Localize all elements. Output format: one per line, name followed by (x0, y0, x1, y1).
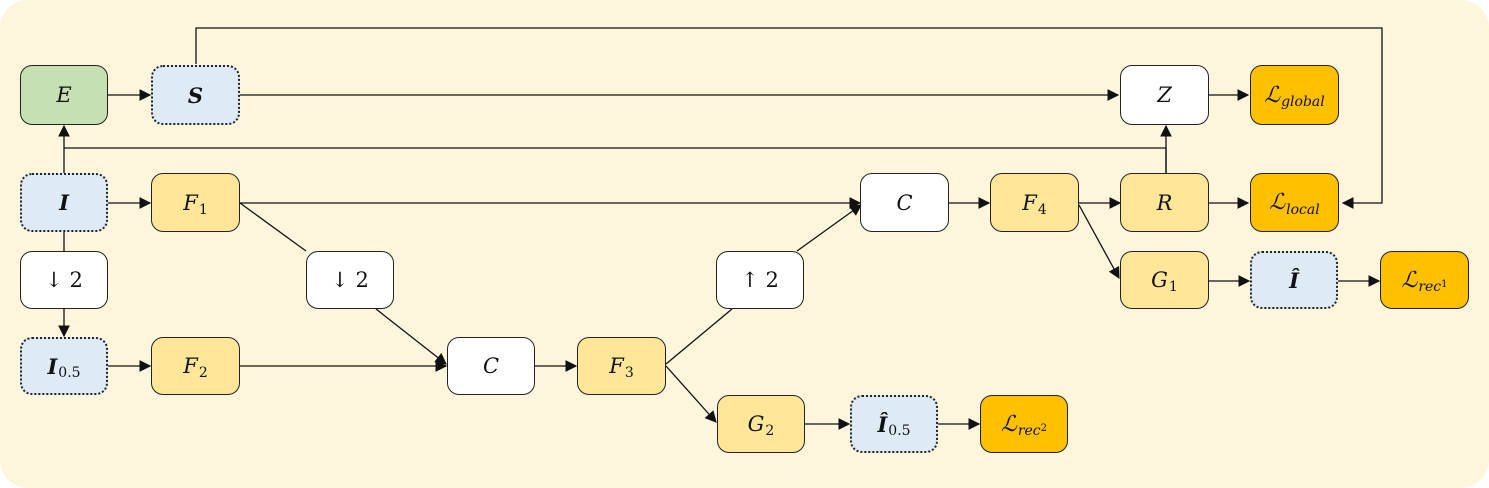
encoder-E: E (20, 65, 108, 125)
node-Z: Z (1120, 65, 1209, 125)
downsample-1: ↓ 2 (20, 251, 108, 309)
edge-up-C1 (796, 204, 862, 252)
input-I: I (20, 173, 108, 232)
edge-F4-G1 (1078, 204, 1120, 280)
edge-F3-G2 (665, 365, 717, 423)
feature-S: S (151, 65, 240, 125)
edge-F3-up (665, 308, 733, 365)
edge-R-return (64, 147, 1167, 173)
upsample: ↑ 2 (716, 251, 804, 309)
edge-S-Llocal (195, 27, 1383, 209)
reconstruction-Ihat: Î (1250, 251, 1338, 309)
concat-C1: C (860, 173, 949, 232)
node-R: R (1120, 173, 1209, 232)
concat-C2: C (447, 337, 535, 395)
edge-down2-C2 (375, 308, 447, 365)
edge-F1-down2 (239, 202, 307, 252)
downsample-2: ↓ 2 (306, 251, 394, 309)
